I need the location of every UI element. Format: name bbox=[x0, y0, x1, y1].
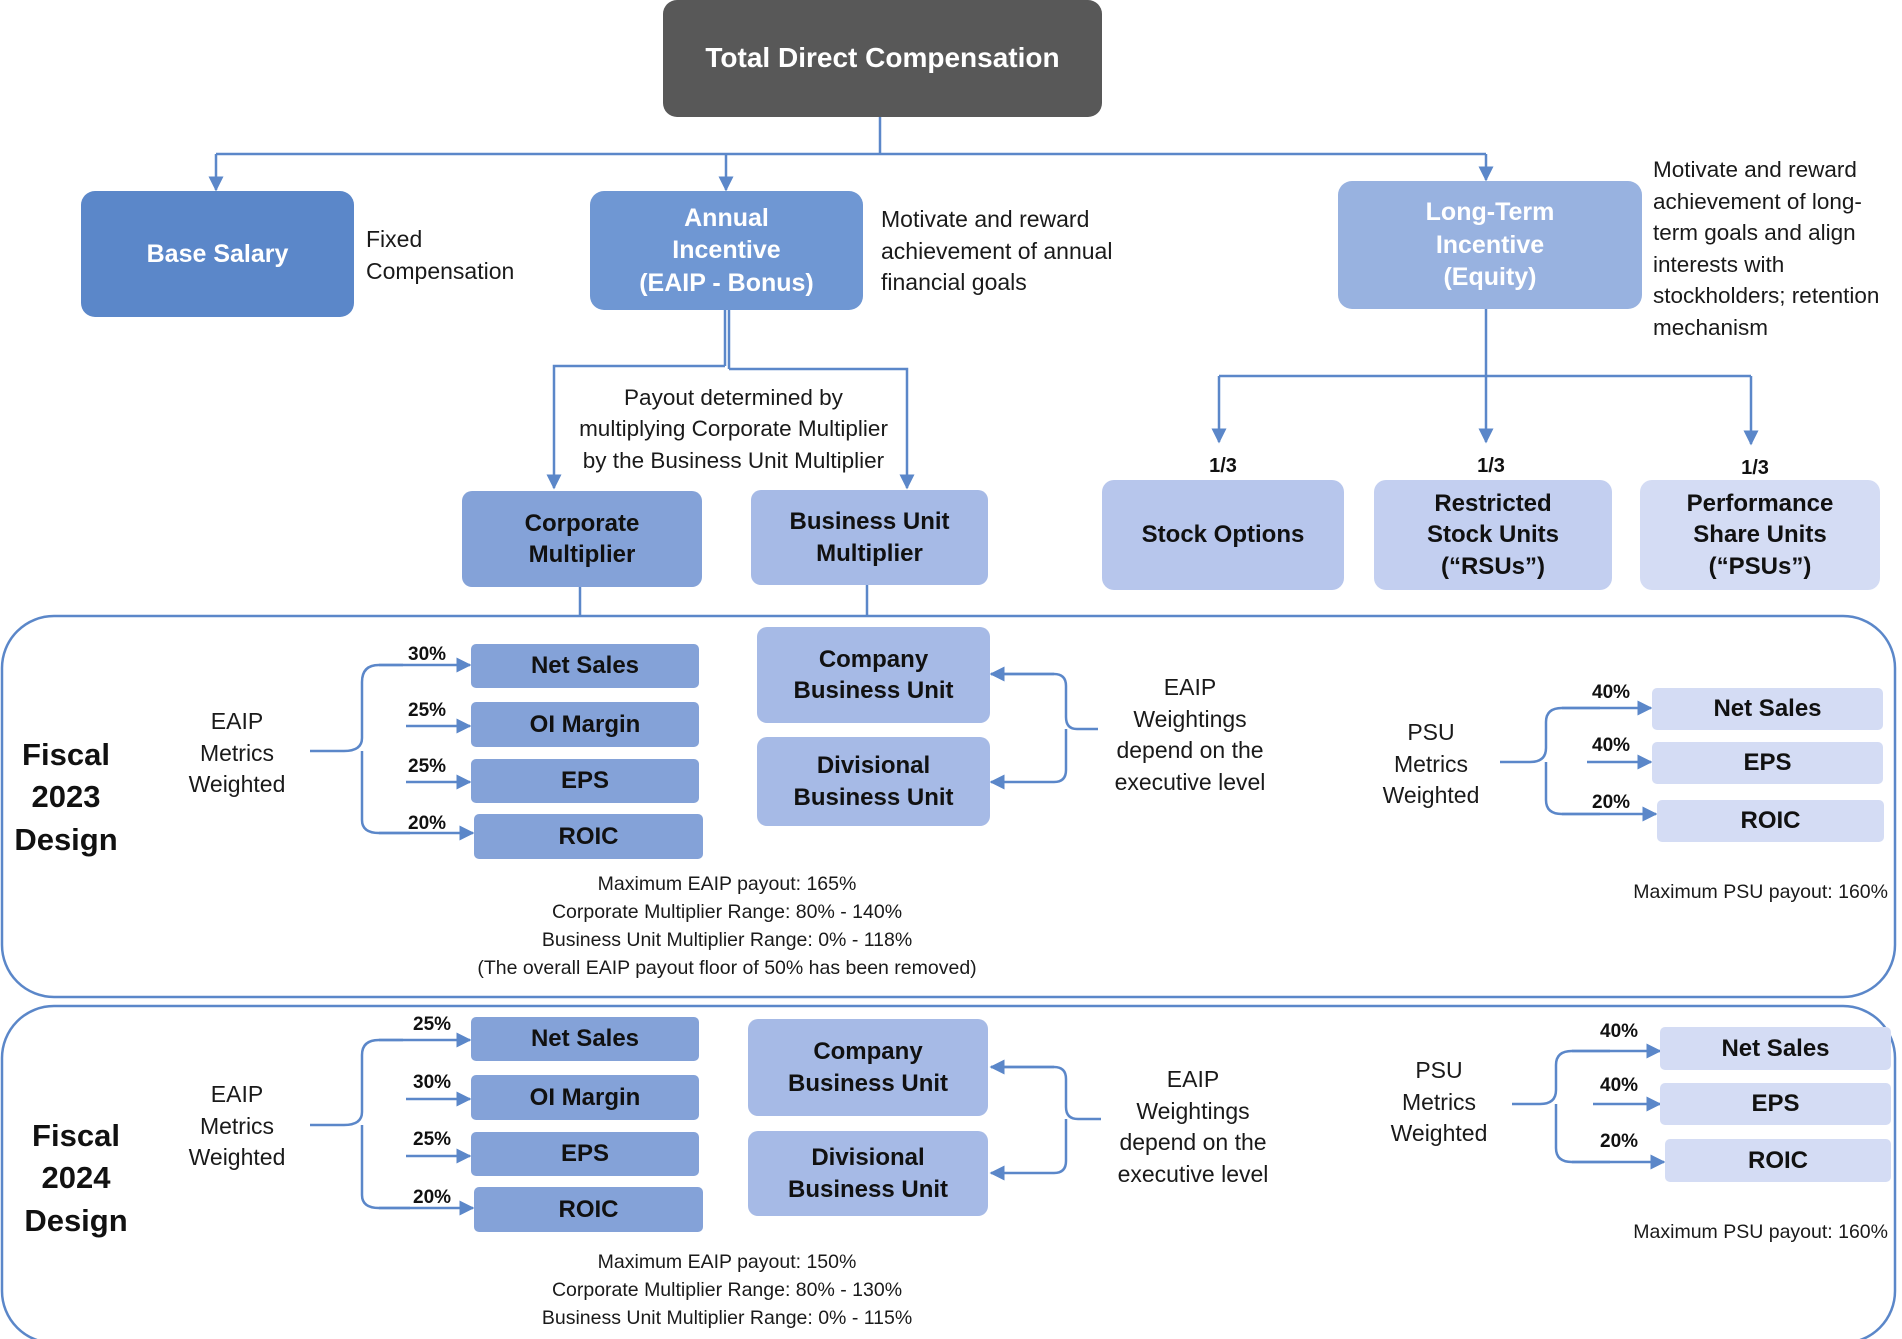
rsu-share: 1/3 bbox=[1477, 455, 1505, 477]
brace-fy2023-psu bbox=[1500, 706, 1600, 816]
fy2024-weightings-note: EAIP Weightings depend on the executive … bbox=[1117, 1066, 1269, 1187]
fy2023-eaip-payout-notes: Maximum EAIP payout: 165% Corporate Mult… bbox=[477, 873, 977, 979]
brace-fy2023-eaip bbox=[310, 663, 410, 835]
fy2023-psu-pct-3: 20% bbox=[1592, 792, 1631, 813]
fy2024-eaip-metric-2: OI Margin bbox=[471, 1075, 699, 1120]
fy2024-eaip-pct-4: 20% bbox=[413, 1187, 452, 1208]
fy2023-eaip-metric-1: Net Sales bbox=[471, 644, 699, 688]
fy2024-divisional-business-unit-box: Divisional Business Unit bbox=[748, 1131, 988, 1216]
brace-fy2024-units bbox=[991, 1065, 1101, 1173]
corporate-multiplier-box: Corporate Multiplier bbox=[462, 491, 702, 587]
psu-box: Performance Share Units (“PSUs”) bbox=[1640, 480, 1880, 590]
payout-determination-note: Payout determined by multiplying Corpora… bbox=[579, 385, 888, 473]
fy2023-psu-metric-3: ROIC bbox=[1657, 800, 1884, 842]
fy2024-panel bbox=[0, 1004, 1897, 1339]
fy2024-psu-metric-1: Net Sales bbox=[1660, 1027, 1891, 1070]
stock-options-box: Stock Options bbox=[1102, 480, 1344, 590]
fy2024-company-business-unit-box: Company Business Unit bbox=[748, 1019, 988, 1116]
fy2023-psu-metrics-label: PSU Metrics Weighted bbox=[1382, 719, 1480, 808]
fy2023-company-business-unit-box: Company Business Unit bbox=[757, 627, 990, 723]
fy2024-eaip-payout-notes: Maximum EAIP payout: 150% Corporate Mult… bbox=[541, 1251, 913, 1329]
base-salary-box: Base Salary bbox=[81, 191, 354, 317]
fy2023-weightings-note: EAIP Weightings depend on the executive … bbox=[1114, 674, 1266, 795]
fy2024-psu-pct-3: 20% bbox=[1600, 1131, 1639, 1152]
stock-options-share: 1/3 bbox=[1209, 455, 1237, 477]
fy2024-eaip-pct-3: 25% bbox=[413, 1129, 452, 1150]
business-unit-multiplier-box: Business Unit Multiplier bbox=[751, 490, 988, 585]
fy2023-design-label: Fiscal 2023 Design bbox=[14, 737, 118, 857]
arrow-to-business-unit-multiplier bbox=[729, 367, 915, 490]
fy2024-eaip-metric-1: Net Sales bbox=[471, 1017, 699, 1061]
brace-fy2024-eaip bbox=[310, 1038, 410, 1210]
fy2023-divisional-business-unit-box: Divisional Business Unit bbox=[757, 737, 990, 826]
fy2023-eaip-metric-4: ROIC bbox=[474, 814, 703, 859]
psu-share: 1/3 bbox=[1741, 457, 1769, 479]
fy2024-eaip-pct-1: 25% bbox=[413, 1014, 452, 1035]
brace-fy2023-units bbox=[991, 672, 1098, 782]
fy2024-eaip-metrics-label: EAIP Metrics Weighted bbox=[188, 1081, 286, 1170]
long-term-incentive-note: Motivate and reward achievement of long-… bbox=[1653, 157, 1880, 340]
rsu-box: Restricted Stock Units (“RSUs”) bbox=[1374, 480, 1612, 590]
fy2024-psu-metrics-label: PSU Metrics Weighted bbox=[1390, 1057, 1488, 1146]
fy2024-design-label: Fiscal 2024 Design bbox=[24, 1118, 128, 1238]
fy2024-eaip-metric-4: ROIC bbox=[474, 1187, 703, 1232]
fy2023-psu-metric-1: Net Sales bbox=[1652, 688, 1883, 730]
base-salary-note: Fixed Compensation bbox=[366, 226, 515, 284]
total-direct-compensation-box: Total Direct Compensation bbox=[663, 0, 1102, 117]
fy2023-psu-pct-2: 40% bbox=[1592, 735, 1631, 756]
long-term-incentive-box: Long-Term Incentive (Equity) bbox=[1338, 181, 1642, 309]
annual-incentive-box: Annual Incentive (EAIP - Bonus) bbox=[590, 191, 863, 310]
fy2024-psu-pct-1: 40% bbox=[1600, 1021, 1639, 1042]
fy2023-eaip-pct-1: 30% bbox=[408, 644, 447, 665]
fy2023-psu-pct-1: 40% bbox=[1592, 682, 1631, 703]
fy2023-psu-metric-2: EPS bbox=[1652, 742, 1883, 784]
annual-incentive-note: Motivate and reward achievement of annua… bbox=[881, 206, 1113, 295]
fy2024-psu-metric-3: ROIC bbox=[1665, 1139, 1891, 1182]
brace-fy2024-psu bbox=[1512, 1049, 1610, 1164]
fy2023-psu-payout-note: Maximum PSU payout: 160% bbox=[1633, 881, 1888, 903]
fy2024-eaip-pct-2: 30% bbox=[413, 1072, 452, 1093]
fy2024-psu-metric-2: EPS bbox=[1660, 1083, 1891, 1125]
fy2023-eaip-pct-2: 25% bbox=[408, 700, 447, 721]
fy2023-panel bbox=[0, 614, 1897, 999]
fy2023-eaip-pct-4: 20% bbox=[408, 813, 447, 834]
fy2023-eaip-metric-3: EPS bbox=[471, 759, 699, 803]
fy2024-eaip-metric-3: EPS bbox=[471, 1132, 699, 1176]
fy2023-eaip-pct-3: 25% bbox=[408, 756, 447, 777]
fy2023-eaip-metrics-label: EAIP Metrics Weighted bbox=[188, 708, 286, 797]
fy2023-eaip-metric-2: OI Margin bbox=[471, 702, 699, 747]
arrow-to-corporate-multiplier bbox=[546, 364, 725, 490]
fy2024-psu-payout-note: Maximum PSU payout: 160% bbox=[1633, 1221, 1888, 1243]
fy2024-psu-pct-2: 40% bbox=[1600, 1075, 1639, 1096]
